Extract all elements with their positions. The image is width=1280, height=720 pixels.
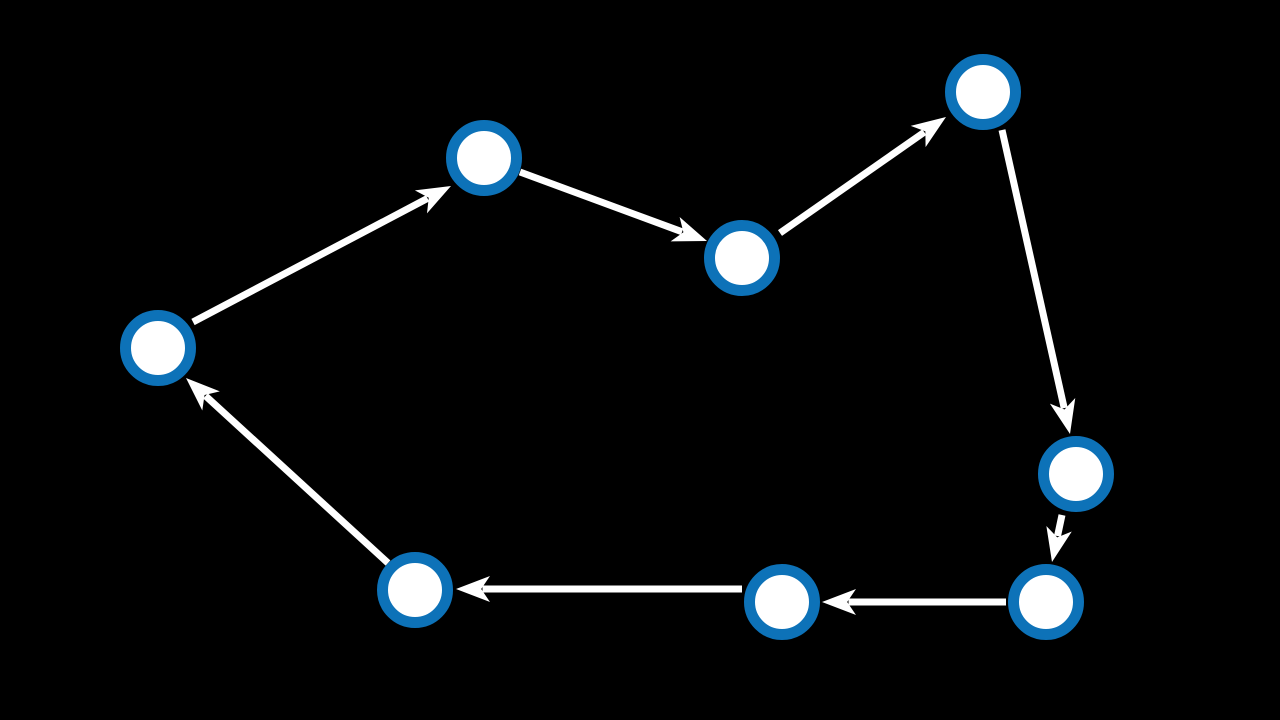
- node-circle-icon: [377, 552, 453, 628]
- node-circle-icon: [1008, 564, 1084, 640]
- edge-n2-to-n3[interactable]: [518, 168, 707, 242]
- nodes-layer: [120, 54, 1114, 640]
- edge-n4-to-n5[interactable]: [998, 129, 1076, 434]
- edge-shaft: [203, 393, 391, 566]
- edges-layer: [186, 117, 1076, 615]
- arrowhead-icon: [186, 378, 220, 411]
- node-circle-icon: [446, 120, 522, 196]
- edge-n6-to-n7[interactable]: [822, 589, 1006, 615]
- graph-node-n8[interactable]: [377, 552, 453, 628]
- node-circle-icon: [704, 220, 780, 296]
- edge-n8-to-n1[interactable]: [186, 378, 391, 566]
- arrowhead-icon: [1049, 397, 1076, 434]
- arrowhead-icon: [414, 186, 451, 214]
- arrowhead-icon: [456, 576, 490, 602]
- edge-n7-to-n8[interactable]: [456, 576, 742, 602]
- graph-node-n1[interactable]: [120, 310, 196, 386]
- node-circle-icon: [744, 564, 820, 640]
- edge-shaft: [777, 129, 927, 236]
- graph-node-n7[interactable]: [744, 564, 820, 640]
- edge-shaft: [518, 168, 684, 236]
- edge-n5-to-n6[interactable]: [1046, 514, 1072, 562]
- node-circle-icon: [1038, 436, 1114, 512]
- edge-shaft: [191, 195, 430, 326]
- graph-node-n2[interactable]: [446, 120, 522, 196]
- graph-node-n5[interactable]: [1038, 436, 1114, 512]
- graph-node-n6[interactable]: [1008, 564, 1084, 640]
- arrowhead-icon: [670, 217, 707, 242]
- edge-shaft: [1054, 514, 1066, 537]
- edge-n1-to-n2[interactable]: [191, 186, 451, 326]
- node-circle-icon: [120, 310, 196, 386]
- arrowhead-icon: [910, 117, 946, 148]
- graph-node-n4[interactable]: [945, 54, 1021, 130]
- graph-node-n3[interactable]: [704, 220, 780, 296]
- node-circle-icon: [945, 54, 1021, 130]
- edge-shaft: [998, 129, 1068, 409]
- edge-n3-to-n4[interactable]: [777, 117, 946, 236]
- arrowhead-icon: [1046, 526, 1072, 562]
- arrowhead-icon: [822, 589, 856, 615]
